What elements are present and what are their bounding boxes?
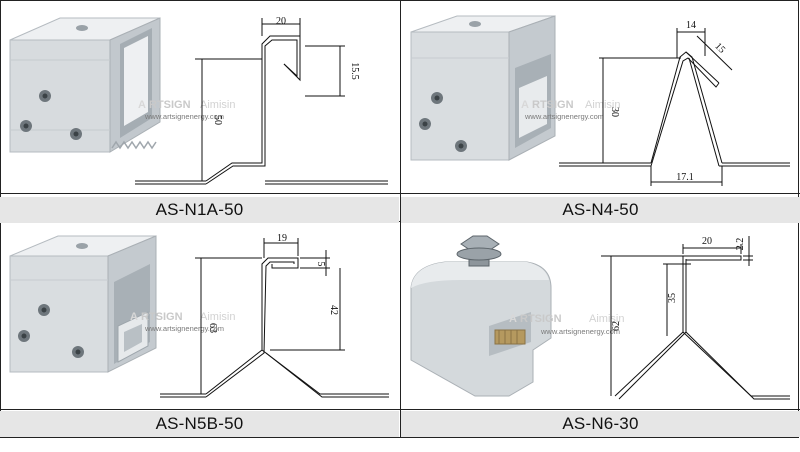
svg-text:www.artsignenergy.com: www.artsignenergy.com: [144, 324, 224, 333]
watermark-n6: A RTSIGN Aimisin www.artsignenergy.com: [509, 313, 624, 336]
watermark-n4: A RTSIGN Aimisin www.artsignenergy.com: [521, 99, 620, 121]
row-divider-2: [0, 221, 800, 222]
svg-text:www.artsignenergy.com: www.artsignenergy.com: [524, 112, 604, 121]
svg-text:Aimisin: Aimisin: [200, 99, 235, 111]
svg-text:RTSIGN: RTSIGN: [520, 313, 562, 325]
clamp-render-n5b: [9, 235, 157, 373]
profile-drawing-n6: [601, 236, 790, 400]
clamp-render-n1a: [9, 17, 161, 153]
model-label: AS-N6-30: [401, 411, 800, 437]
svg-text:Aimisin: Aimisin: [200, 311, 235, 323]
clamp-render-n6: [410, 235, 552, 397]
product-cell-n6: A RTSIGN Aimisin www.artsignenergy.com: [401, 222, 800, 409]
svg-text:RTSIGN: RTSIGN: [532, 99, 574, 111]
dim-inner-height: 42: [328, 305, 339, 315]
dim-height: 62: [611, 321, 622, 331]
model-label: AS-N4-50: [401, 197, 800, 223]
row-divider-3: [0, 409, 800, 410]
svg-text:A: A: [138, 99, 146, 111]
dim-lip-height: 15.5: [349, 62, 360, 80]
dim-height: 30: [609, 107, 620, 117]
svg-text:A: A: [521, 99, 529, 111]
dim-width: 14: [686, 20, 696, 31]
watermark-n1a: A RTSIGN Aimisin www.artsignenergy.com: [138, 99, 235, 121]
product-cell-n4: A RTSIGN Aimisin www.artsignenergy.com: [401, 0, 800, 193]
svg-text:RTSIGN: RTSIGN: [141, 311, 183, 323]
column-divider: [400, 0, 401, 438]
profile-drawing-n5b: [160, 238, 389, 398]
svg-text:A: A: [509, 313, 517, 325]
dim-width: 20: [702, 236, 712, 247]
dim-height: 50: [212, 115, 223, 125]
dim-lip: 5: [315, 262, 326, 267]
dim-thickness: 2.2: [735, 238, 746, 251]
profile-drawing-n4: [559, 28, 790, 186]
svg-text:RTSIGN: RTSIGN: [149, 99, 191, 111]
row-divider-1: [0, 193, 800, 194]
clamp-render-n4: [410, 15, 556, 161]
dim-inner-height: 35: [667, 293, 678, 303]
svg-text:www.artsignenergy.com: www.artsignenergy.com: [540, 327, 620, 336]
svg-text:Aimisin: Aimisin: [589, 313, 624, 325]
model-label: AS-N1A-50: [0, 197, 399, 223]
svg-text:A: A: [130, 311, 138, 323]
product-figure-n4: A RTSIGN Aimisin www.artsignenergy.com: [410, 15, 790, 186]
product-figure-n1a: A RTSIGN Aimisin www.artsignenergy.com: [9, 16, 388, 185]
model-label: AS-N5B-50: [0, 411, 399, 437]
product-figure-n6: A RTSIGN Aimisin www.artsignenergy.com: [410, 235, 790, 400]
dim-width: 19: [277, 233, 287, 244]
product-cell-n1a: A RTSIGN Aimisin www.artsignenergy.com: [0, 0, 399, 193]
watermark-n5b: A RTSIGN Aimisin www.artsignenergy.com: [130, 311, 235, 333]
dim-height: 63: [207, 323, 218, 333]
product-cell-n5b: A RTSIGN Aimisin www.artsignenergy.com: [0, 222, 399, 409]
svg-text:www.artsignenergy.com: www.artsignenergy.com: [144, 112, 224, 121]
product-figure-n5b: A RTSIGN Aimisin www.artsignenergy.com: [9, 233, 389, 398]
dim-base: 17.1: [676, 172, 694, 183]
profile-drawing-n1a: [135, 18, 388, 185]
dim-width: 20: [276, 16, 286, 27]
